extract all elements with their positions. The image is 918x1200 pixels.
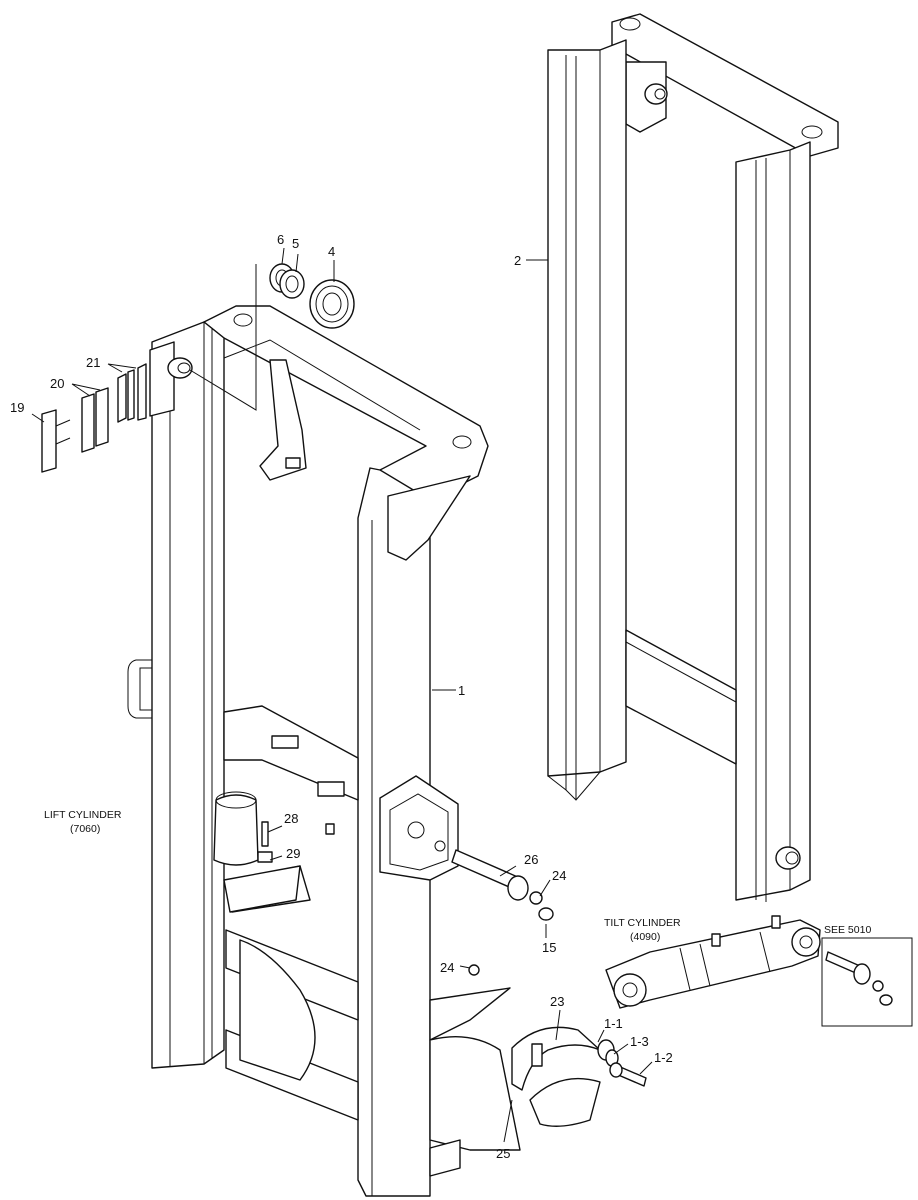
callout-26: 26 bbox=[524, 852, 538, 867]
shims-19-20-21 bbox=[41, 363, 147, 473]
bearing-4 bbox=[309, 279, 355, 329]
callout-2: 2 bbox=[514, 253, 521, 268]
callout-28: 28 bbox=[284, 811, 298, 826]
bolt-set-1 bbox=[597, 1039, 647, 1087]
callout-20: 20 bbox=[50, 376, 64, 391]
callout-24-upper: 24 bbox=[552, 868, 566, 883]
callout-1-1: 1-1 bbox=[604, 1016, 623, 1031]
callout-6: 6 bbox=[277, 232, 284, 247]
callout-1-3: 1-3 bbox=[630, 1034, 649, 1049]
see-5010-box bbox=[821, 937, 913, 1027]
see-ref-label: SEE 5010 bbox=[824, 924, 871, 936]
outer-mast bbox=[127, 305, 521, 1197]
callout-23: 23 bbox=[550, 994, 564, 1009]
washers-5-6 bbox=[269, 263, 305, 299]
bushing-cap-23-25 bbox=[511, 1026, 601, 1127]
pin-26 bbox=[451, 849, 554, 921]
callout-5: 5 bbox=[292, 236, 299, 251]
lift-cylinder-ref: (7060) bbox=[70, 823, 100, 835]
lift-cylinder-title: LIFT CYLINDER bbox=[44, 809, 122, 821]
callout-4: 4 bbox=[328, 244, 335, 259]
callout-29: 29 bbox=[286, 846, 300, 861]
callout-24-lower: 24 bbox=[440, 960, 454, 975]
tilt-cylinder-title: TILT CYLINDER bbox=[604, 917, 681, 929]
tilt-cylinder-ref: (4090) bbox=[630, 931, 660, 943]
callout-21: 21 bbox=[86, 355, 100, 370]
callout-1-2: 1-2 bbox=[654, 1050, 673, 1065]
inner-mast bbox=[547, 13, 839, 902]
lift-cylinder-bottom bbox=[213, 791, 301, 913]
callout-1: 1 bbox=[458, 683, 465, 698]
callout-19: 19 bbox=[10, 400, 24, 415]
callout-15: 15 bbox=[542, 940, 556, 955]
callout-25: 25 bbox=[496, 1146, 510, 1161]
tilt-cylinder bbox=[605, 915, 821, 1009]
